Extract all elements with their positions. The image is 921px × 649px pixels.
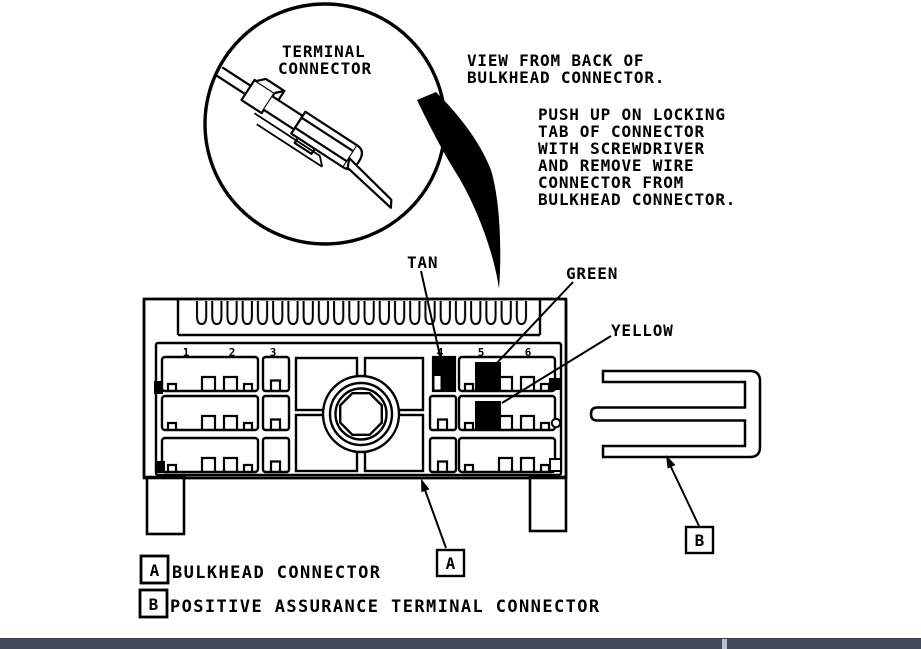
position-number-2: 2 — [229, 346, 236, 359]
push-note: PUSH UP ON LOCKING TAB OF CONNECTOR WITH… — [538, 105, 736, 209]
terminal-blade — [346, 157, 393, 209]
callout-b-letter: B — [695, 531, 705, 550]
comb-teeth — [193, 301, 528, 329]
inset-title-line2: CONNECTOR — [278, 59, 372, 78]
position-number-3: 3 — [270, 346, 277, 359]
right-edge-hole — [550, 417, 562, 429]
inset-title-line1: TERMINAL — [282, 42, 365, 61]
left-edge-key-2 — [156, 461, 165, 473]
terminal-b-drawing — [589, 369, 762, 459]
cavity-left-row3 — [160, 436, 260, 474]
legend-b-label: POSITIVE ASSURANCE TERMINAL CONNECTOR — [170, 597, 601, 617]
legend: A BULKHEAD CONNECTOR B POSITIVE ASSURANC… — [138, 554, 601, 619]
cavity-right-row3 — [457, 436, 557, 474]
bottom-bar[interactable] — [0, 638, 921, 649]
face-plate — [154, 341, 563, 477]
edge-details — [154, 378, 562, 473]
left-edge-key-1 — [154, 381, 163, 394]
tan-leader-line — [420, 270, 441, 357]
cavity-4-row1-highlighted — [431, 355, 457, 393]
view-note-line2: BULKHEAD CONNECTOR. — [467, 68, 665, 87]
tan-label: TAN — [407, 253, 438, 272]
locking-tab — [293, 137, 316, 155]
yellow-terminal-fill — [475, 401, 501, 430]
right-edge-key-1 — [549, 378, 560, 390]
terminal-body-lines — [294, 116, 355, 163]
green-label: GREEN — [566, 264, 618, 283]
boss-octagon — [339, 392, 383, 436]
callout-a: A — [421, 478, 466, 578]
legend-b-box — [138, 588, 169, 619]
legend-a-label: BULKHEAD CONNECTOR — [172, 563, 381, 583]
cavity-left-row2 — [160, 394, 260, 432]
center-boss — [294, 356, 425, 473]
push-note-line2: TAB OF CONNECTOR — [538, 122, 705, 141]
callout-b-arrowhead — [666, 455, 676, 469]
legend-row-b: B POSITIVE ASSURANCE TERMINAL CONNECTOR — [138, 588, 601, 619]
push-note-line1: PUSH UP ON LOCKING — [538, 105, 726, 124]
terminal-b-body — [589, 369, 762, 459]
wire-callouts — [420, 270, 612, 404]
green-terminal-fill — [475, 362, 501, 390]
position-number-1: 1 — [183, 346, 190, 359]
callout-a-arrowhead — [421, 478, 430, 493]
yellow-label: YELLOW — [611, 321, 674, 340]
view-note-line1: VIEW FROM BACK OF — [467, 51, 644, 70]
push-note-line5: CONNECTOR FROM — [538, 173, 684, 192]
push-note-line3: WITH SCREWDRIVER — [538, 139, 705, 158]
right-leg — [528, 475, 568, 533]
right-edge-key-2 — [549, 458, 562, 472]
tan-terminal-notch — [434, 376, 441, 390]
cavity-left-row1 — [160, 355, 260, 393]
terminal-body — [290, 110, 359, 169]
push-note-line4: AND REMOVE WIRE — [538, 156, 695, 175]
terminal-connector-drawing — [216, 66, 393, 209]
cavity-right-row1 — [457, 355, 557, 393]
wire-lines — [216, 66, 252, 96]
inset-detail-circle: TERMINAL CONNECTOR — [203, 2, 447, 246]
position-number-5: 5 — [478, 346, 485, 359]
callout-b-arrow-line — [670, 466, 700, 527]
cavity-3-row3 — [261, 436, 291, 474]
position-number-6: 6 — [525, 346, 532, 359]
green-leader-line — [493, 281, 574, 367]
inset-pointer-swoosh — [417, 92, 501, 289]
legend-b-key: B — [149, 595, 159, 614]
leaf-spring — [253, 112, 324, 168]
yellow-leader-line — [501, 335, 612, 404]
cavity-4-row2 — [428, 394, 458, 432]
bulkhead-connector-drawing: 1 2 3 4 5 6 — [142, 297, 568, 536]
legend-a-key: A — [150, 561, 160, 580]
callout-a-arrow-line — [424, 489, 447, 549]
push-note-line6: BULKHEAD CONNECTOR. — [538, 190, 736, 209]
view-note: VIEW FROM BACK OF BULKHEAD CONNECTOR. — [467, 51, 665, 87]
bottom-bar-divider — [722, 639, 727, 649]
callout-b: B — [666, 455, 715, 555]
cavity-4-row3 — [428, 436, 458, 474]
callout-b-box — [684, 525, 715, 555]
callout-a-box — [435, 548, 466, 578]
cavity-3-row2 — [261, 394, 291, 432]
legend-a-box — [139, 554, 170, 585]
legend-row-a: A BULKHEAD CONNECTOR — [139, 554, 381, 585]
left-leg — [145, 475, 186, 536]
connector-body-outline — [142, 297, 568, 480]
callout-a-letter: A — [446, 554, 456, 573]
cavity-3-row1 — [261, 355, 291, 393]
